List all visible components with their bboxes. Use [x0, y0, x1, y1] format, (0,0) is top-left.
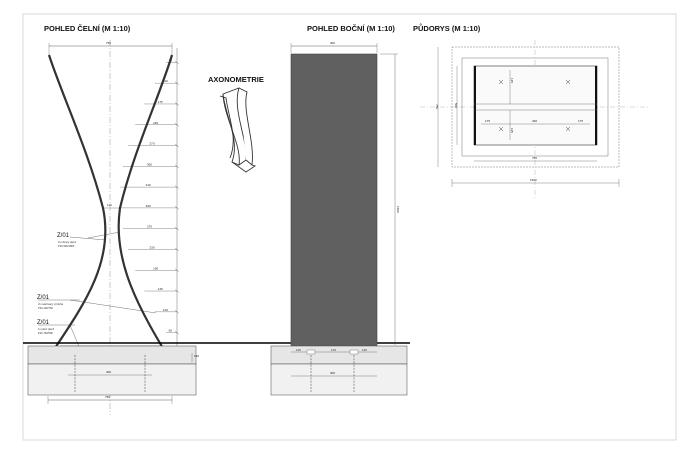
plan-small-dim-b: 125 [510, 128, 514, 133]
front-neck-width-dim: 110 [107, 203, 112, 207]
plan-height-dim: 750 [435, 104, 439, 109]
front-foundation-top [27, 345, 197, 365]
callout-1-code: Z/01 [57, 233, 70, 239]
side-height-dim: 1800 [396, 206, 400, 213]
side-width-dim: 300 [330, 41, 335, 45]
sheet-frame [22, 13, 677, 441]
callout-2-line1: 2x svařovaný výztuha [38, 302, 63, 306]
plan-segment-3: 175 [578, 119, 583, 123]
offset-dim-tick [174, 81, 180, 85]
side-view-title: POHLED BOČNÍ (M 1:10) [307, 24, 395, 33]
plan-height-inner-dim: 500 [454, 103, 458, 108]
plan-view: 175 400 175 125 125 750 1500 750 500 [420, 40, 650, 200]
axonometry-sketch [219, 87, 257, 173]
side-segment-3: 115 [362, 348, 367, 352]
offset-dim-tick [174, 206, 180, 210]
front-foundation-depth-dim: 150 [194, 354, 199, 358]
plan-segment-2: 400 [532, 119, 537, 123]
offset-dim-label: 110 [163, 79, 168, 83]
plan-base-outline [461, 57, 609, 157]
front-view: 750 110 75 110 175 220 270 300 310 300 270 230 190… [27, 40, 199, 415]
front-base-inner-dim: 400 [106, 370, 111, 374]
offset-dim-tick [174, 185, 180, 189]
offset-dim-label: 100 [163, 308, 168, 312]
offset-dim-label: 300 [146, 204, 151, 208]
offset-dim-label: 310 [146, 183, 151, 187]
offset-dim-tick [174, 247, 180, 252]
offset-dim-tick [174, 289, 180, 293]
side-segment-2: 170 [331, 348, 336, 352]
offset-dim-tick [174, 330, 180, 335]
plan-foundation-outline [451, 46, 620, 168]
offset-dim-tick [174, 102, 180, 106]
offset-dim-label: 270 [147, 225, 152, 229]
offset-dim-tick [174, 310, 180, 314]
offset-dim-tick [174, 227, 180, 231]
callout-1-line1: 2x ohnutý plech [58, 240, 77, 244]
front-view-title: POHLED ČELNÍ (M 1:10) [44, 24, 131, 33]
plan-plate [473, 65, 598, 146]
callout-3-code: Z/01 [37, 320, 50, 326]
offset-dim-label: 300 [147, 162, 152, 166]
offset-dim-tick [174, 123, 180, 127]
offset-dim-label: 270 [149, 142, 154, 146]
side-foundation-block [270, 363, 408, 396]
front-bottom-width-dim: 750 [105, 395, 110, 399]
offset-dim-label: 230 [149, 245, 154, 249]
offset-dim-label: 145 [158, 287, 163, 291]
offset-dim-label: 75 [169, 58, 173, 62]
callout-stiffener: Z/01 2x svařovaný výztuha P10-100/750 [37, 295, 157, 314]
offset-dim-tick [174, 164, 180, 168]
side-foundation-top [270, 345, 408, 365]
callout-base-plate: Z/01 1x patní plech P10-750/500 [37, 320, 81, 350]
side-body [290, 53, 378, 348]
callout-2-code: Z/01 [37, 295, 50, 301]
callout-3-line2: P10-750/500 [38, 331, 53, 335]
offset-dim-tick [174, 268, 180, 272]
callout-2-line2: P10-100/750 [38, 306, 53, 310]
plan-inner-width-dim: 750 [532, 156, 537, 160]
anchor-marks [498, 79, 571, 132]
plan-overall-width-dim: 1500 [530, 178, 537, 182]
callout-3-line1: 1x patní plech [38, 327, 55, 331]
plan-view-title: PŮDORYS (M 1:10) [413, 23, 481, 33]
offset-dim-label: 175 [158, 100, 163, 104]
right-offset-ladder: 75 110 175 220 270 300 310 300 270 230 190 145 100 60 [120, 58, 180, 335]
offset-dim-tick [174, 60, 180, 65]
offset-dim-label: 60 [169, 329, 173, 333]
plan-small-dim-a: 125 [510, 78, 514, 83]
offset-dim-label: 220 [153, 121, 158, 125]
callout-curved-plates: Z/01 2x ohnutý plech P10-900/1800 [57, 231, 121, 248]
plan-segment-1: 175 [485, 119, 490, 123]
offset-dim-label: 190 [153, 266, 158, 270]
offset-dim-tick [174, 143, 180, 148]
side-view: 300 1800 115 170 115 300 [270, 41, 408, 396]
callout-1-line2: P10-900/1800 [58, 244, 75, 248]
front-top-width-dim: 750 [106, 41, 111, 45]
side-segment-1: 115 [296, 348, 301, 352]
side-base-width-dim: 300 [330, 371, 335, 375]
front-foundation-block [27, 363, 197, 396]
axonometry-title: AXONOMETRIE [208, 75, 264, 84]
